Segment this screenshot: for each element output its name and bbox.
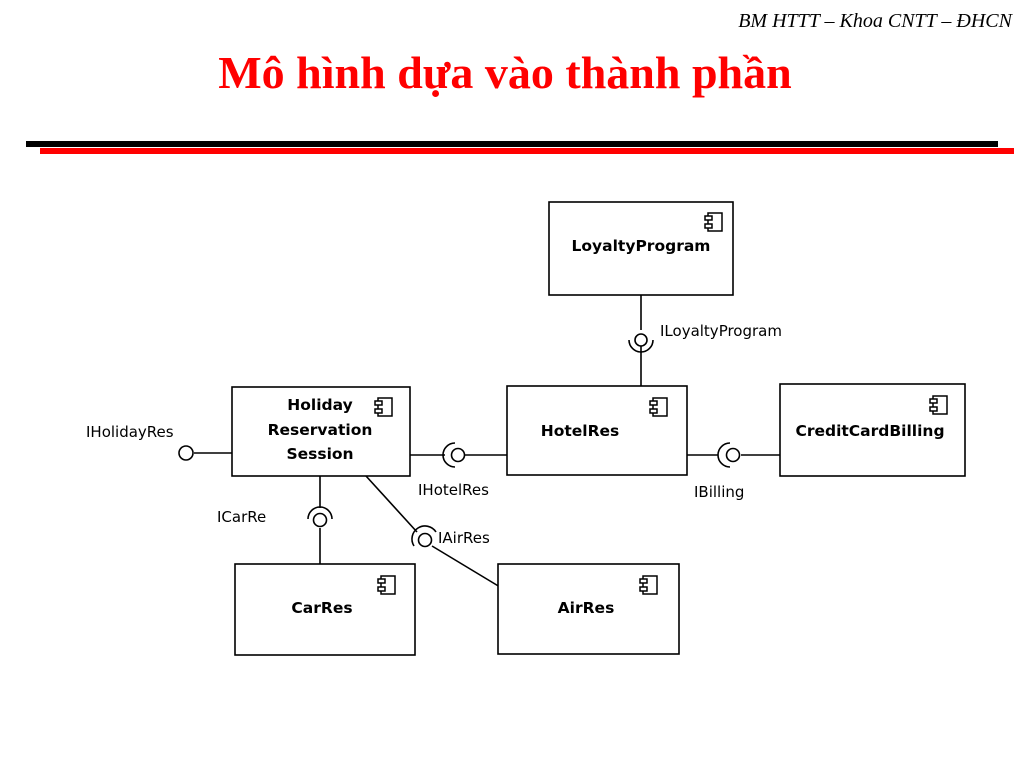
interface-label: ILoyaltyProgram bbox=[660, 322, 782, 340]
component-icon bbox=[374, 397, 393, 417]
lollipop-interface-icon bbox=[312, 512, 328, 528]
component-name: HotelRes bbox=[541, 422, 620, 440]
interface-label: IHolidayRes bbox=[86, 423, 174, 441]
interface-iloyalty-program: ILoyaltyProgram bbox=[628, 322, 782, 353]
header-org-text: BM HTTT – Khoa CNTT – ĐHCN bbox=[738, 10, 1012, 32]
required-interface-socket-icon bbox=[717, 442, 731, 468]
interface-ihotel-res: IHotelRes bbox=[418, 442, 489, 499]
component-name-line3: Session bbox=[286, 445, 353, 463]
lollipop-interface-icon bbox=[634, 333, 648, 347]
component-icon bbox=[377, 575, 396, 595]
component-loyalty-program: LoyaltyProgram bbox=[548, 201, 734, 296]
title-rule-red bbox=[40, 148, 1014, 154]
interface-label: ICarRe bbox=[217, 508, 266, 526]
component-credit-card-billing: CreditCardBilling bbox=[779, 383, 966, 477]
component-name-line2: Reservation bbox=[268, 421, 373, 439]
component-name: LoyaltyProgram bbox=[572, 237, 711, 255]
component-car-res: CarRes bbox=[234, 563, 416, 656]
lollipop-interface-icon bbox=[450, 447, 466, 463]
connector-iairres-to-airres bbox=[431, 545, 501, 588]
component-name: CarRes bbox=[291, 599, 352, 617]
interface-label: IBilling bbox=[694, 483, 744, 501]
interface-iair-res: IAirRes bbox=[411, 525, 490, 548]
component-name-line1: Holiday bbox=[287, 396, 352, 414]
component-icon bbox=[929, 395, 948, 415]
connector-lines bbox=[194, 295, 780, 588]
slide-title: Mô hình dựa vào thành phần bbox=[218, 47, 792, 98]
component-icon bbox=[639, 575, 658, 595]
lollipop-interface-icon bbox=[178, 445, 194, 461]
component-hotel-res: HotelRes bbox=[506, 385, 688, 476]
lollipop-interface-icon bbox=[417, 532, 433, 548]
required-interface-socket-icon bbox=[307, 506, 333, 520]
component-holiday-reservation-session: Holiday Reservation Session bbox=[231, 386, 411, 477]
component-name: CreditCardBilling bbox=[795, 422, 944, 440]
component-box bbox=[548, 201, 734, 296]
interface-label: IAirRes bbox=[438, 529, 490, 547]
lollipop-interface-icon bbox=[725, 447, 741, 463]
required-interface-socket-icon bbox=[411, 525, 437, 547]
connector-holiday-to-iairres bbox=[365, 475, 418, 533]
component-name: AirRes bbox=[558, 599, 615, 617]
required-interface-socket-icon bbox=[628, 339, 654, 353]
interface-icar-re: ICarRe bbox=[217, 506, 333, 528]
component-icon bbox=[649, 397, 668, 417]
required-interface-socket-icon bbox=[442, 442, 456, 468]
interface-label: IHotelRes bbox=[418, 481, 489, 499]
component-air-res: AirRes bbox=[497, 563, 680, 655]
interface-iholiday-res: IHolidayRes bbox=[86, 423, 194, 461]
title-rule-black bbox=[26, 141, 998, 147]
component-icon bbox=[704, 212, 723, 232]
interface-ibilling: IBilling bbox=[694, 442, 744, 501]
